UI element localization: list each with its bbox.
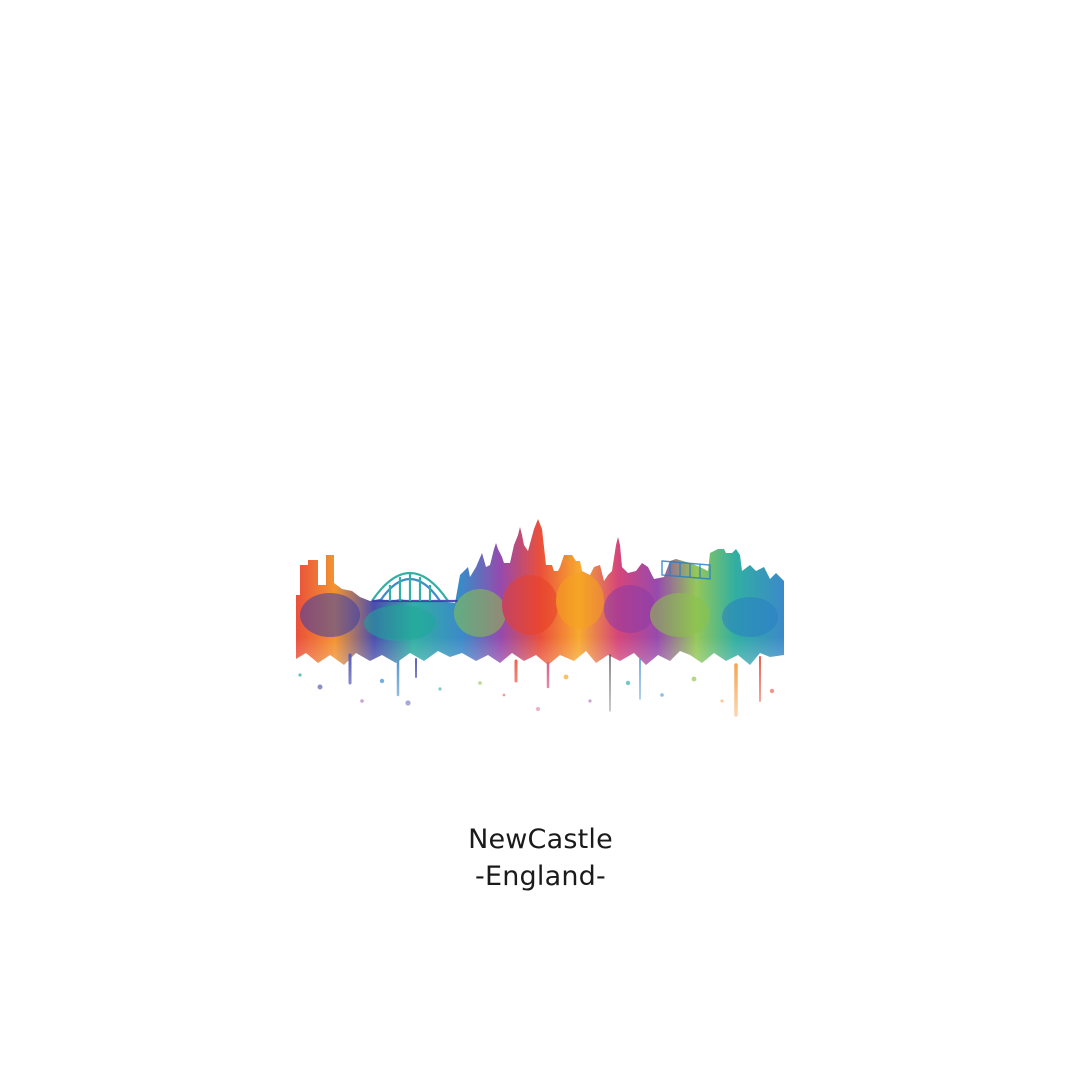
skyline-artwork bbox=[290, 505, 790, 745]
city-name: NewCastle bbox=[468, 824, 613, 855]
country-name: -England- bbox=[475, 861, 606, 892]
